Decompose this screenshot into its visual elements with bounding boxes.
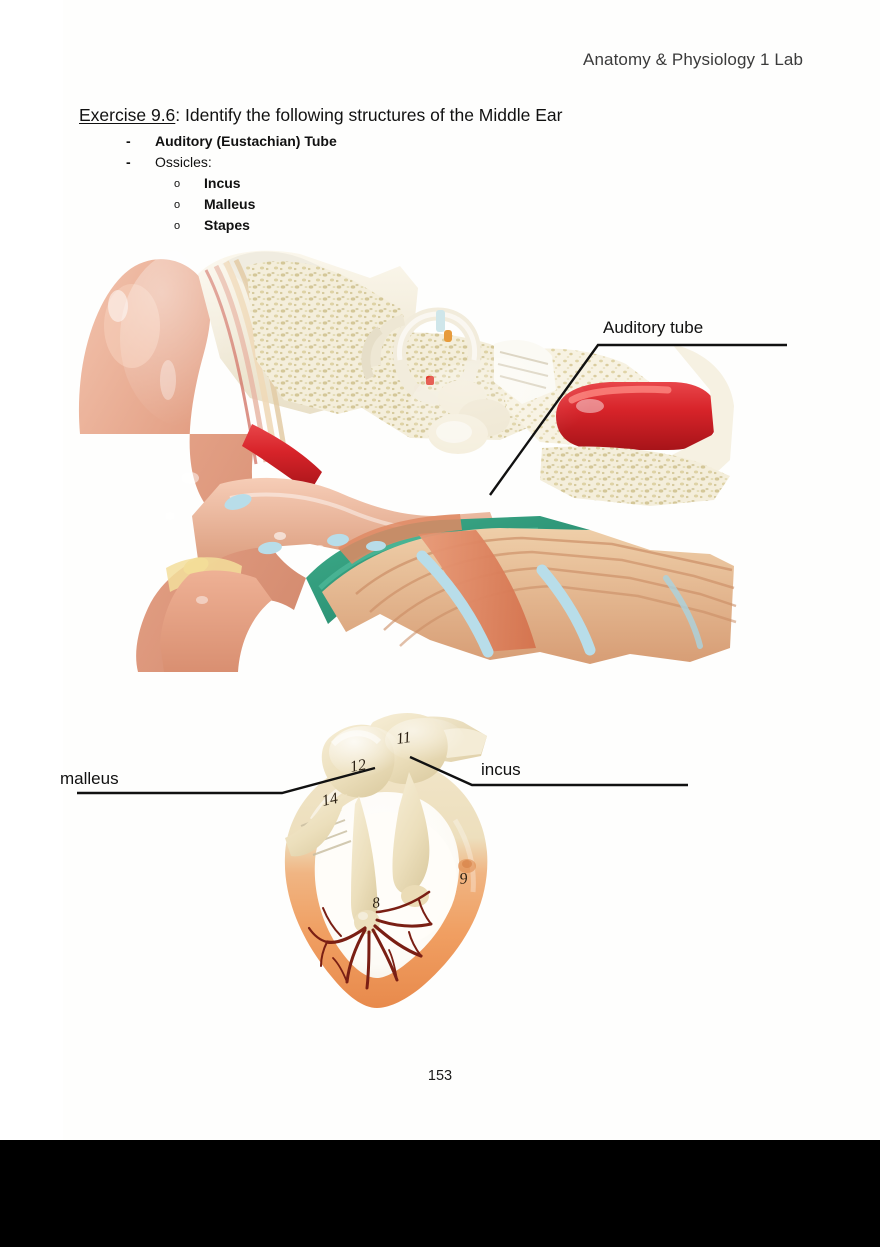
model-number-8: 8 <box>371 895 381 912</box>
list-item-label: Malleus <box>204 196 256 212</box>
incus-leader-line <box>409 755 688 787</box>
list-item-label: Stapes <box>204 217 250 233</box>
model-number-9: 9 <box>459 870 469 888</box>
ear-model-figure <box>70 248 760 678</box>
auditory-tube-label: Auditory tube <box>603 318 704 337</box>
list-item: o Incus <box>174 175 241 191</box>
list-item: - Auditory (Eustachian) Tube <box>126 133 337 149</box>
page-number: 153 <box>427 1068 453 1084</box>
list-item-label: Ossicles: <box>155 154 212 170</box>
list-item-label: Incus <box>204 175 241 191</box>
model-number-11: 11 <box>395 729 412 748</box>
list-item: - Ossicles: <box>126 154 212 170</box>
exercise-number: Exercise 9.6 <box>79 105 176 125</box>
circle-bullet-icon: o <box>174 178 181 190</box>
ossicles-figure: 12 11 14 9 8 <box>255 700 520 1020</box>
malleus-label: malleus <box>60 769 119 788</box>
incus-label: incus <box>481 760 521 779</box>
page-title: Exercise 9.6: Identify the following str… <box>79 105 562 126</box>
dash-bullet-icon: - <box>126 133 131 149</box>
document-header-title: Anatomy & Physiology 1 Lab <box>583 50 803 69</box>
exercise-title-rest: : Identify the following structures of t… <box>175 105 563 125</box>
model-number-14: 14 <box>320 790 339 810</box>
dash-bullet-icon: - <box>126 154 131 170</box>
list-item-label: Auditory (Eustachian) Tube <box>155 133 337 149</box>
malleus-leader-line <box>77 766 376 795</box>
list-item: o Stapes <box>174 217 250 233</box>
bottom-black-bar <box>0 1140 880 1247</box>
circle-bullet-icon: o <box>174 220 181 232</box>
auditory-tube-leader-line <box>489 343 787 496</box>
circle-bullet-icon: o <box>174 199 181 211</box>
list-item: o Malleus <box>174 196 255 212</box>
